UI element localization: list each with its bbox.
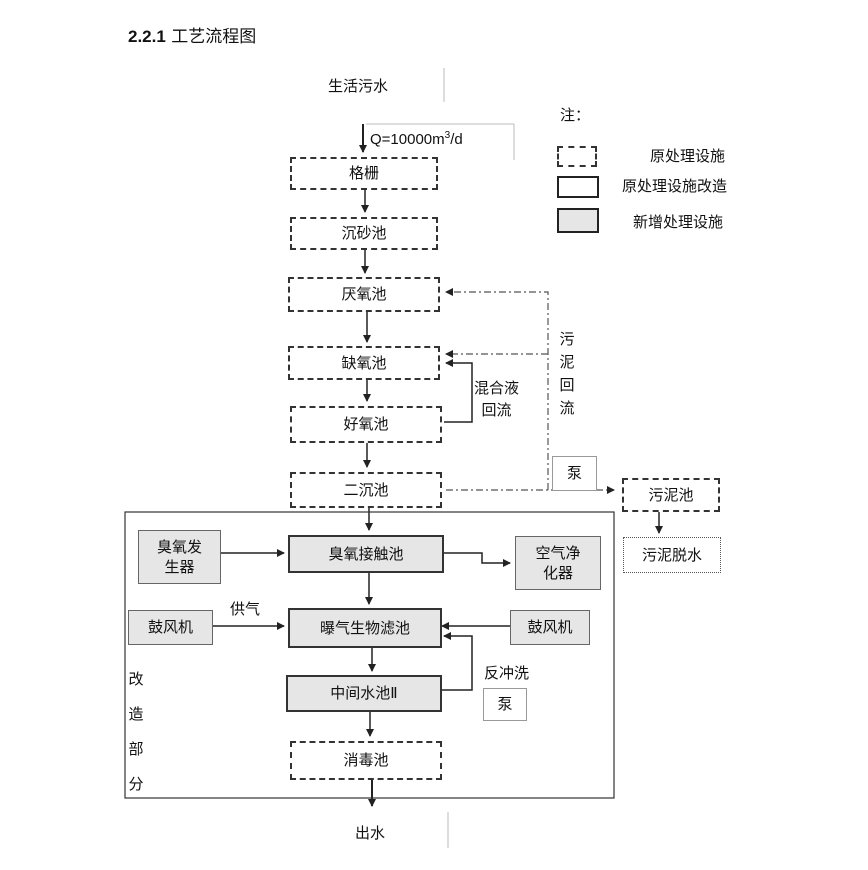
ozone-generator-box: 臭氧发生器: [138, 530, 221, 584]
diagram-heading: 2.2.1 工艺流程图: [128, 22, 256, 47]
air-supply-label: 供气: [230, 600, 261, 618]
blower-right-box: 鼓风机: [510, 610, 590, 645]
sludge-dewatering-box: 污泥脱水: [623, 537, 721, 573]
backwash-pump-box: 泵: [483, 688, 527, 721]
middle-tank-box: 中间水池Ⅱ: [286, 675, 442, 712]
flow-rate-superscript: 3: [444, 130, 451, 141]
flow-rate-label: Q=10000m3/d: [370, 130, 463, 148]
retrofit-char-1: 改: [128, 670, 144, 688]
flow-rate-unit: /d: [450, 131, 463, 148]
anaerobic-tank-box: 厌氧池: [288, 277, 440, 312]
legend-title: 注：: [560, 106, 591, 124]
ozone-generator-box-line-2: 生器: [164, 558, 195, 576]
retrofit-char-2: 造: [128, 705, 144, 723]
sludge-tank-box: 污泥池: [622, 478, 720, 512]
retrofit-char-4: 分: [128, 775, 144, 793]
legend-new-label: 新增处理设施: [633, 213, 724, 231]
grille-box: 格栅: [290, 157, 438, 190]
sludge-return-char-3: 回: [559, 376, 575, 394]
secondary-clarifier-box: 二沉池: [290, 472, 442, 508]
disinfection-tank-box: 消毒池: [290, 741, 442, 780]
sludge-return-char-2: 泥: [559, 353, 575, 371]
outlet-label: 出水: [355, 824, 386, 842]
legend-modified-label: 原处理设施改造: [622, 177, 728, 195]
sludge-return-char-1: 污: [559, 330, 575, 348]
ozone-contact-tank-box: 臭氧接触池: [288, 535, 444, 573]
air-purifier-box-line-2: 化器: [542, 564, 573, 582]
grit-chamber-box: 沉砂池: [290, 217, 438, 250]
retrofit-zone-label: 改 造 部 分: [127, 662, 145, 802]
heading-number: 2.2.1: [128, 27, 166, 46]
blower-left-box: 鼓风机: [128, 610, 213, 645]
air-purifier-box-line-1: 空气净: [535, 543, 581, 562]
aerobic-tank-box: 好氧池: [290, 406, 442, 443]
baf-box: 曝气生物滤池: [288, 608, 442, 648]
air-purifier-box: 空气净化器: [515, 536, 601, 590]
legend-swatch-original: [557, 146, 597, 167]
mixed-return-line-2: 回流: [481, 401, 512, 419]
sludge-return-char-4: 流: [559, 399, 575, 417]
legend-swatch-new: [557, 208, 599, 233]
flow-rate-value: Q=10000m: [370, 131, 445, 148]
legend-original-label: 原处理设施: [650, 147, 726, 165]
source-label: 生活污水: [328, 77, 389, 95]
legend-swatch-modified: [557, 176, 599, 198]
mixed-return-line-1: 混合液: [474, 379, 520, 397]
sludge-return-label: 污 泥 回 流: [558, 328, 576, 420]
anoxic-tank-box: 缺氧池: [288, 346, 440, 380]
ozone-generator-box-line-1: 臭氧发: [156, 537, 202, 556]
mixed-liquor-return-label: 混合液 回流: [474, 377, 519, 421]
retrofit-char-3: 部: [128, 740, 144, 758]
sludge-pump-box: 泵: [552, 456, 597, 491]
heading-title: 工艺流程图: [171, 27, 257, 47]
backwash-label: 反冲洗: [484, 664, 530, 682]
